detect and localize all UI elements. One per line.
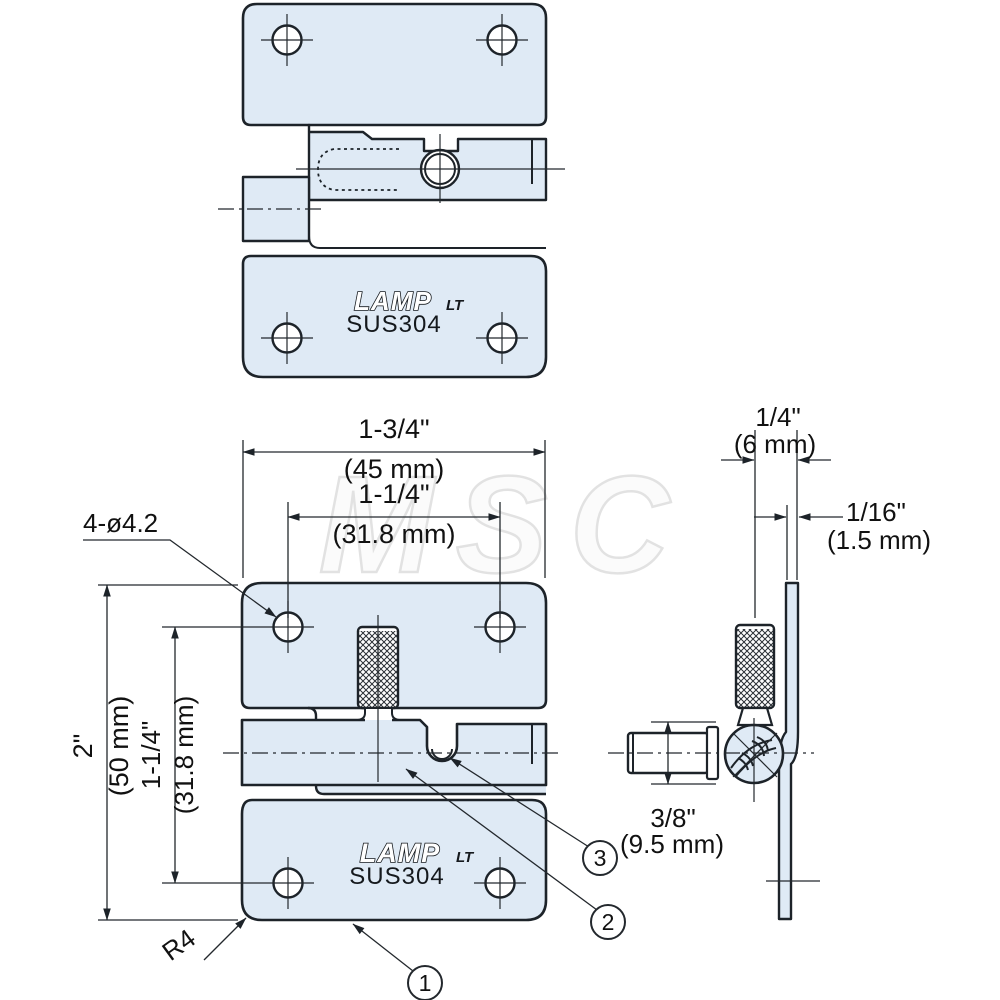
clip-band-edge (735, 747, 777, 777)
callout-leader (449, 757, 590, 848)
callout-3: 3 (449, 757, 618, 876)
side-plate-strip (777, 581, 800, 921)
bolt-tip-arc (431, 748, 453, 760)
top-view-flange-line (308, 235, 546, 249)
side-view (608, 581, 820, 921)
dim-width-inch: 1-3/4" (358, 414, 429, 444)
dim-knob-offset-inch: 1/4" (755, 402, 800, 432)
callout-number: 1 (419, 970, 432, 996)
front-latch-bar-fill (242, 720, 546, 785)
brand-logo-text: LAMP (360, 838, 441, 868)
brand-series-text: LT (456, 849, 475, 866)
callout-balloon (582, 840, 618, 876)
callout-1: 1 (352, 923, 443, 1000)
side-view-dimensions: 1/4" (6 mm) 1/16" (1.5 mm) 3/8" (9.5 mm) (620, 402, 931, 859)
knob-neck-fillet-right (391, 708, 400, 721)
dim-knob-offset-mm: (6 mm) (734, 429, 816, 459)
knob-knurling (737, 629, 773, 707)
spring-clip-detail (730, 732, 778, 778)
callout-balloon (590, 904, 626, 940)
hole-note-label: 4-ø4.2 (83, 508, 158, 538)
top-view-upper-plate (241, 2, 548, 127)
dim-pin-dia-mm: (9.5 mm) (620, 829, 724, 859)
callout-balloon (407, 965, 443, 1000)
dim-height-mm: (50 mm) (104, 696, 134, 797)
top-view: LAMP LT SUS304 (218, 2, 565, 379)
dim-hole-spacing-h-mm: (31.8 mm) (332, 519, 455, 549)
dim-width-mm: (45 mm) (344, 454, 445, 484)
front-lower-plate (240, 798, 548, 922)
clip-coil (737, 757, 749, 771)
callout-number: 3 (594, 845, 607, 871)
front-view: LAMP LT SUS304 (223, 581, 563, 922)
dim-plate-thickness-mm: (1.5 mm) (827, 525, 931, 555)
hole-note-leader (83, 539, 277, 618)
material-text: SUS304 (346, 311, 441, 338)
brand-logo-text: LAMP (354, 286, 432, 316)
top-view-logo-stamp: LAMP LT SUS304 (346, 285, 465, 338)
top-view-holes (261, 14, 528, 364)
clip-diagonal-centerline (732, 732, 778, 778)
dim-hole-spacing-v-mm: (31.8 mm) (169, 696, 199, 814)
dim-pin-dia-inch: 3/8" (650, 803, 695, 833)
top-view-lower-plate (241, 254, 548, 379)
dim-hole-spacing-h-inch: 1-1/4" (358, 479, 429, 509)
brand-series-text: LT (446, 297, 465, 314)
front-latch-bar-outline (240, 718, 548, 787)
front-view-holes (262, 601, 526, 909)
callout-number: 2 (602, 909, 615, 935)
knurled-knob-front (356, 615, 400, 782)
front-view-dimensions: 1-3/4" (45 mm) 1-1/4" (31.8 mm) 2" (50 m… (68, 414, 626, 1000)
corner-radius-leader (203, 917, 247, 961)
knob-neck-side (736, 706, 774, 727)
corner-radius-label: R4 (156, 923, 201, 967)
material-text: SUS304 (349, 863, 444, 890)
callout-leader (352, 923, 414, 972)
callout-2: 2 (405, 768, 626, 940)
dim-plate-thickness-inch: 1/16" (846, 497, 906, 527)
dim-height-inch: 2" (68, 734, 98, 759)
clip-coil (756, 736, 769, 752)
knurled-knob-side (734, 623, 776, 727)
clip-coil (741, 752, 754, 767)
front-view-logo-stamp: LAMP LT SUS304 (349, 837, 475, 890)
watermark-text: MSC (319, 448, 692, 602)
knob-neck-fillet-left (357, 708, 366, 721)
callout-leader (405, 768, 598, 911)
dim-hole-spacing-v-inch: 1-1/4" (136, 721, 166, 790)
